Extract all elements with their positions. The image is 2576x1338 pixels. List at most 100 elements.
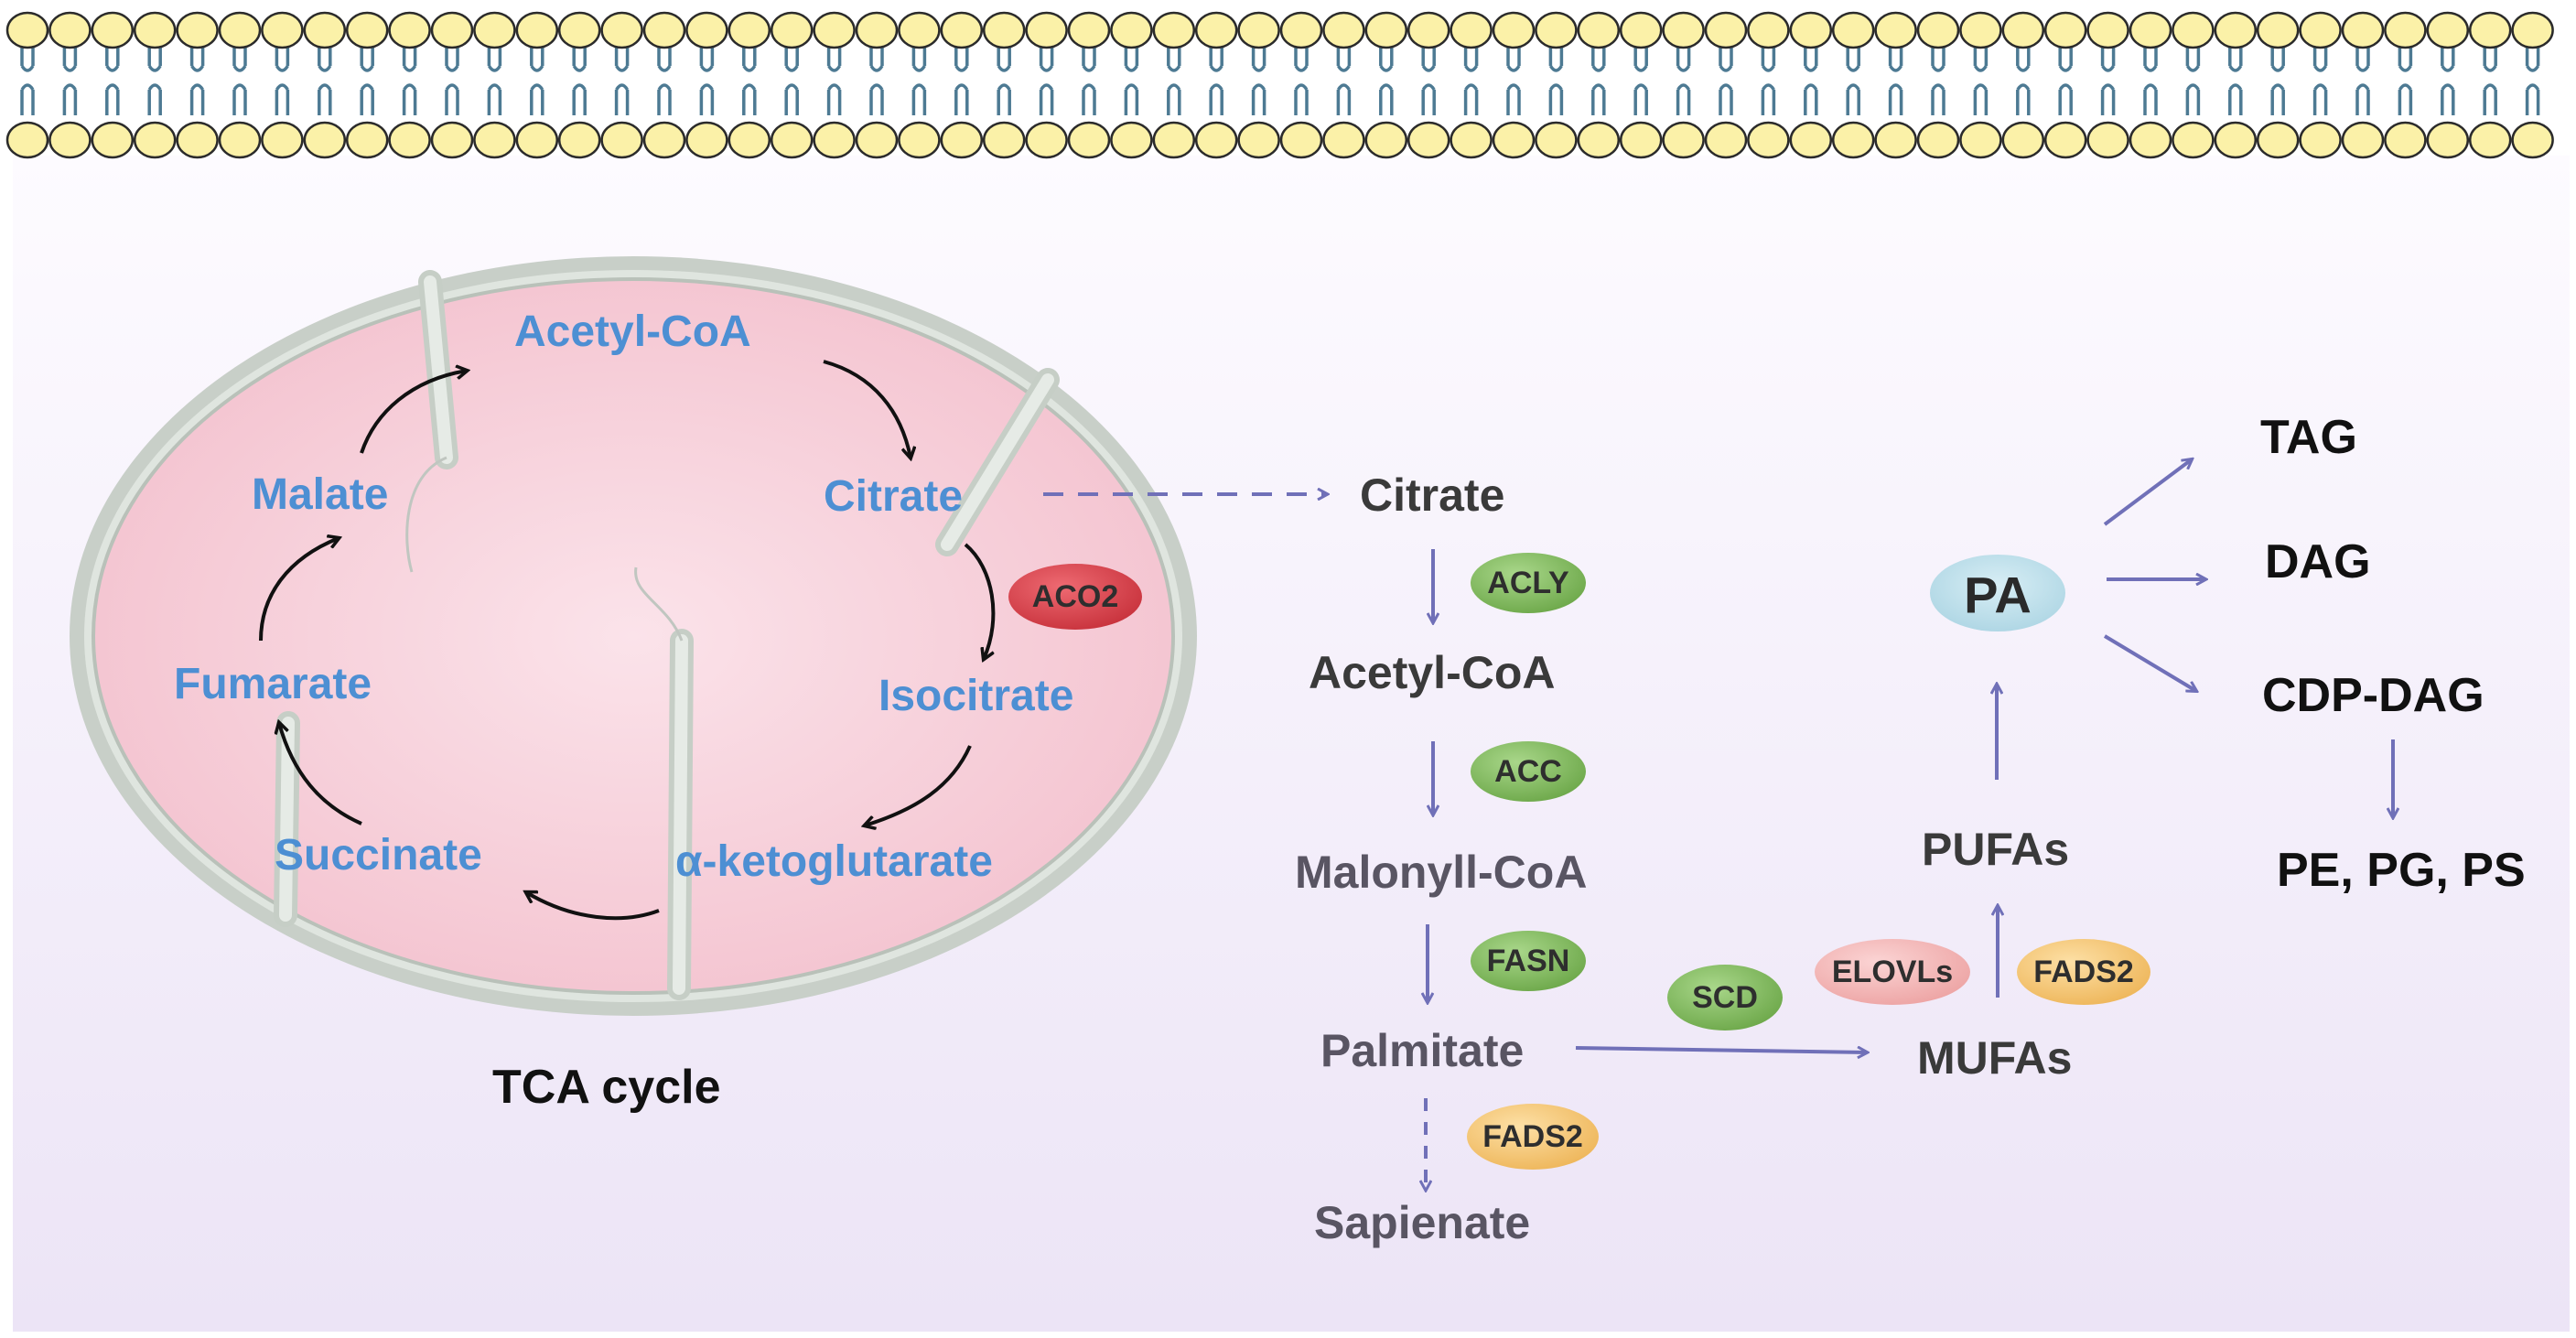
lipid-tail	[657, 40, 672, 115]
lipid-tail	[1039, 40, 1054, 115]
citrate-label: Citrate	[1360, 469, 1504, 521]
lipid-head	[982, 11, 1026, 49]
lipid-head	[91, 121, 135, 159]
lipid-head	[1492, 11, 1536, 49]
lipid-tail	[445, 40, 459, 115]
fasn-label: FASN	[1487, 944, 1570, 978]
lipid-tail	[2270, 40, 2285, 115]
lipid-tail	[699, 40, 715, 115]
lipid-head	[728, 121, 771, 159]
lipid-head	[1831, 121, 1875, 159]
tca-fumarate-label: Fumarate	[174, 660, 372, 708]
lipid-tail	[997, 40, 1011, 115]
lipid-head	[770, 121, 814, 159]
acly-enzyme-badge: ACLY	[1471, 553, 1586, 613]
lipid-head	[1577, 11, 1621, 49]
lipid-tail	[1082, 40, 1096, 115]
lipid-head	[2172, 121, 2215, 159]
lipid-tail	[572, 40, 587, 115]
lipid-head	[1067, 11, 1111, 49]
lipid-head	[1237, 11, 1280, 49]
lipid-head	[91, 11, 135, 49]
tca-akg-label: α-ketoglutarate	[675, 837, 993, 886]
lipid-head	[473, 11, 516, 49]
lipid-head	[2341, 121, 2385, 159]
lipid-head	[2214, 11, 2258, 49]
lipid-tail	[2312, 40, 2328, 115]
lipid-head	[176, 121, 219, 159]
lipid-head	[2426, 121, 2470, 159]
tag-label: TAG	[2260, 411, 2357, 464]
lipid-head	[855, 121, 899, 159]
lipid-tail	[911, 40, 927, 115]
tca-malate-label: Malate	[252, 470, 388, 519]
mufas-label: MUFAs	[1917, 1032, 2072, 1084]
lipid-head	[1450, 11, 1493, 49]
fasn-enzyme-badge: FASN	[1471, 931, 1586, 991]
lipid-head	[685, 121, 728, 159]
lipid-head	[1916, 121, 1960, 159]
lipid-head	[1237, 121, 1280, 159]
fads2-label: FADS2	[2033, 955, 2134, 989]
lipid-head	[2341, 11, 2385, 49]
lipid-head	[2086, 121, 2129, 159]
lipid-head	[2426, 11, 2470, 49]
lipid-head	[388, 121, 431, 159]
lipid-head	[2384, 11, 2427, 49]
lipid-head	[2511, 11, 2554, 49]
lipid-tail	[147, 40, 162, 115]
pa-to-tag-arrow	[2103, 459, 2192, 526]
lipid-head	[303, 121, 347, 159]
lipid-head	[1322, 11, 1365, 49]
lipid-head	[345, 11, 389, 49]
lipid-head	[5, 121, 49, 159]
lipid-tail	[742, 40, 757, 115]
lipid-tail	[1931, 40, 1945, 115]
tca-isocitrate-label: Isocitrate	[878, 672, 1073, 720]
lipid-tail	[954, 40, 969, 115]
pufas-label: PUFAs	[1922, 824, 2069, 875]
dag-label: DAG	[2265, 535, 2371, 588]
palmitate-label: Palmitate	[1320, 1025, 1524, 1076]
lipid-head	[1492, 121, 1536, 159]
mitochondrion	[70, 256, 1197, 1016]
lipid-head	[2043, 11, 2087, 49]
lipid-head	[2299, 121, 2342, 159]
lipid-head	[1322, 121, 1365, 159]
lipid-tail	[784, 40, 799, 115]
lipid-head	[770, 11, 814, 49]
lipid-head	[49, 121, 92, 159]
lipid-tail	[189, 40, 205, 115]
pe-pg-ps-label: PE, PG, PS	[2277, 844, 2526, 897]
lipid-tail	[1888, 40, 1903, 115]
acc-enzyme-badge: ACC	[1471, 741, 1586, 802]
lipid-head	[218, 121, 262, 159]
lipid-head	[813, 11, 856, 49]
lipid-head	[1874, 121, 1917, 159]
lipid-head	[1916, 11, 1960, 49]
lipid-head	[1535, 121, 1578, 159]
pa-to-cdpdag-arrow	[2103, 634, 2196, 691]
lipid-head	[728, 11, 771, 49]
lipid-tail	[2058, 40, 2073, 115]
lipid-head	[2172, 11, 2215, 49]
lipid-head	[1747, 11, 1790, 49]
lipid-head	[2468, 121, 2512, 159]
lipid-tail	[1294, 40, 1309, 115]
lipid-head	[1789, 11, 1833, 49]
lipid-tail	[2100, 40, 2116, 115]
tca-cycle-arrows	[259, 360, 996, 921]
lipid-head	[813, 121, 856, 159]
lipid-tail	[275, 40, 290, 115]
lipid-head	[1704, 11, 1748, 49]
lipid-head	[1619, 11, 1663, 49]
lipid-head	[1364, 121, 1408, 159]
pa-node: PA	[1930, 555, 2065, 631]
lipid-head	[600, 121, 643, 159]
lipid-tail	[1676, 40, 1691, 115]
lipid-head	[133, 121, 177, 159]
lipid-head	[1407, 121, 1450, 159]
scd-label: SCD	[1692, 980, 1758, 1015]
lipid-head	[1194, 121, 1238, 159]
lipid-tail	[402, 40, 417, 115]
